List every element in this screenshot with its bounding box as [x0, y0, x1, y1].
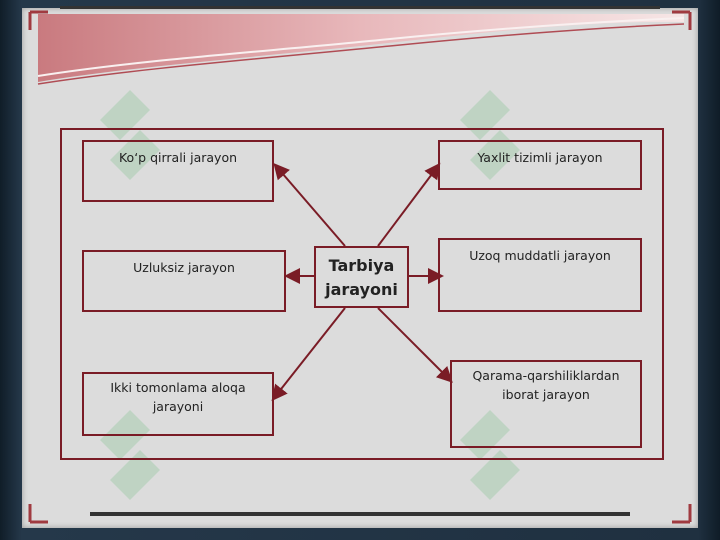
center-line-2: jarayoni [325, 280, 398, 299]
slide-canvas [22, 8, 698, 528]
node-label: Qarama-qarshiliklardan iborat jarayon [472, 368, 620, 402]
center-line-1: Tarbiya [328, 256, 395, 275]
node-bottom-left: Ikki tomonlama aloqa jarayoni [82, 372, 274, 436]
center-node: Tarbiya jarayoni [314, 246, 409, 308]
node-label: Uzoq muddatli jarayon [469, 248, 611, 263]
node-label: Uzluksiz jarayon [133, 260, 235, 275]
arrow-to-bottom-left [271, 307, 346, 402]
diagram-frame [60, 128, 664, 460]
arrow-to-top-left [273, 162, 346, 247]
arrow-to-bottom-right [377, 307, 453, 383]
arrow-to-top-right [377, 162, 441, 247]
node-label: Yaxlit tizimli jarayon [477, 150, 603, 165]
node-label: Ikki tomonlama aloqa jarayoni [110, 380, 246, 414]
node-label: Ko‘p qirrali jarayon [118, 150, 238, 165]
node-bottom-right: Qarama-qarshiliklardan iborat jarayon [450, 360, 642, 448]
node-top-left: Ko‘p qirrali jarayon [82, 140, 274, 202]
